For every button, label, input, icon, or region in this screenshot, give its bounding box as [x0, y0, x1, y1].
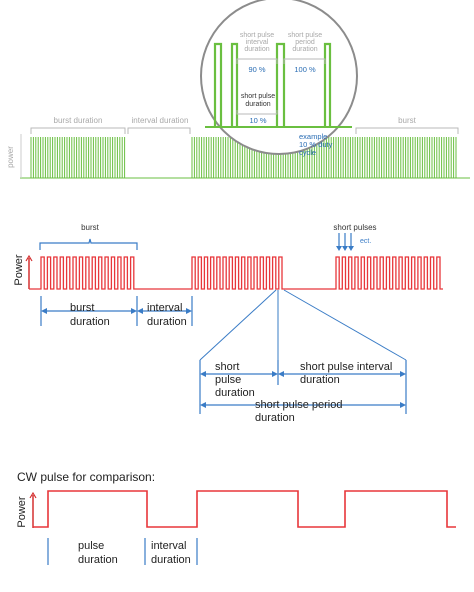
p2-short-pulse-arrowheads — [200, 371, 406, 408]
p1-interval-label: interval duration — [132, 116, 189, 125]
p1-burst-right-label: burst — [398, 116, 417, 125]
p1-burst-label: burst duration — [54, 116, 103, 125]
p2-short-pulses-label: short pulses — [333, 223, 376, 232]
panel-burst-overview: power burst duration interval duration b… — [6, 0, 470, 179]
p1-burst-bracket — [30, 127, 126, 134]
p2-burst-brace — [39, 238, 138, 250]
zoom-pct-period: 100 % — [294, 65, 316, 74]
p2-duration-arrowheads — [41, 308, 192, 314]
p2-etc-label: ect. — [360, 238, 371, 245]
zoom-pct-interval: 90 % — [248, 65, 265, 74]
p2-short-pulse-markers — [199, 360, 407, 414]
p3-ylabel: Power — [16, 496, 28, 528]
zoom-pulses — [213, 42, 332, 127]
zoom-period-bracket — [283, 58, 326, 64]
p2-signal-trace — [29, 256, 443, 290]
p2-y-arrow — [25, 254, 33, 262]
p1-interval-bracket — [127, 127, 191, 134]
zoom-pulse-bracket — [236, 110, 278, 115]
p3-title: CW pulse for comparison: — [17, 470, 155, 484]
zoom-pct-pulse: 10 % — [249, 116, 266, 125]
p2-burst-label: burst — [81, 223, 100, 232]
p2-short-pulse-arrows — [336, 233, 354, 251]
p1-pulse-train — [30, 137, 457, 178]
zoom-circle — [200, 0, 358, 155]
p2-zoom-lines — [199, 289, 407, 361]
p3-cw-signal — [33, 490, 456, 528]
p3-duration-markers — [47, 538, 198, 565]
p1-burst-right-bracket — [355, 127, 459, 134]
p1-ylabel: power — [6, 146, 15, 168]
p2-ylabel: Power — [13, 254, 25, 286]
p3-y-arrow — [29, 491, 37, 499]
zoom-interval-bracket — [236, 58, 278, 64]
